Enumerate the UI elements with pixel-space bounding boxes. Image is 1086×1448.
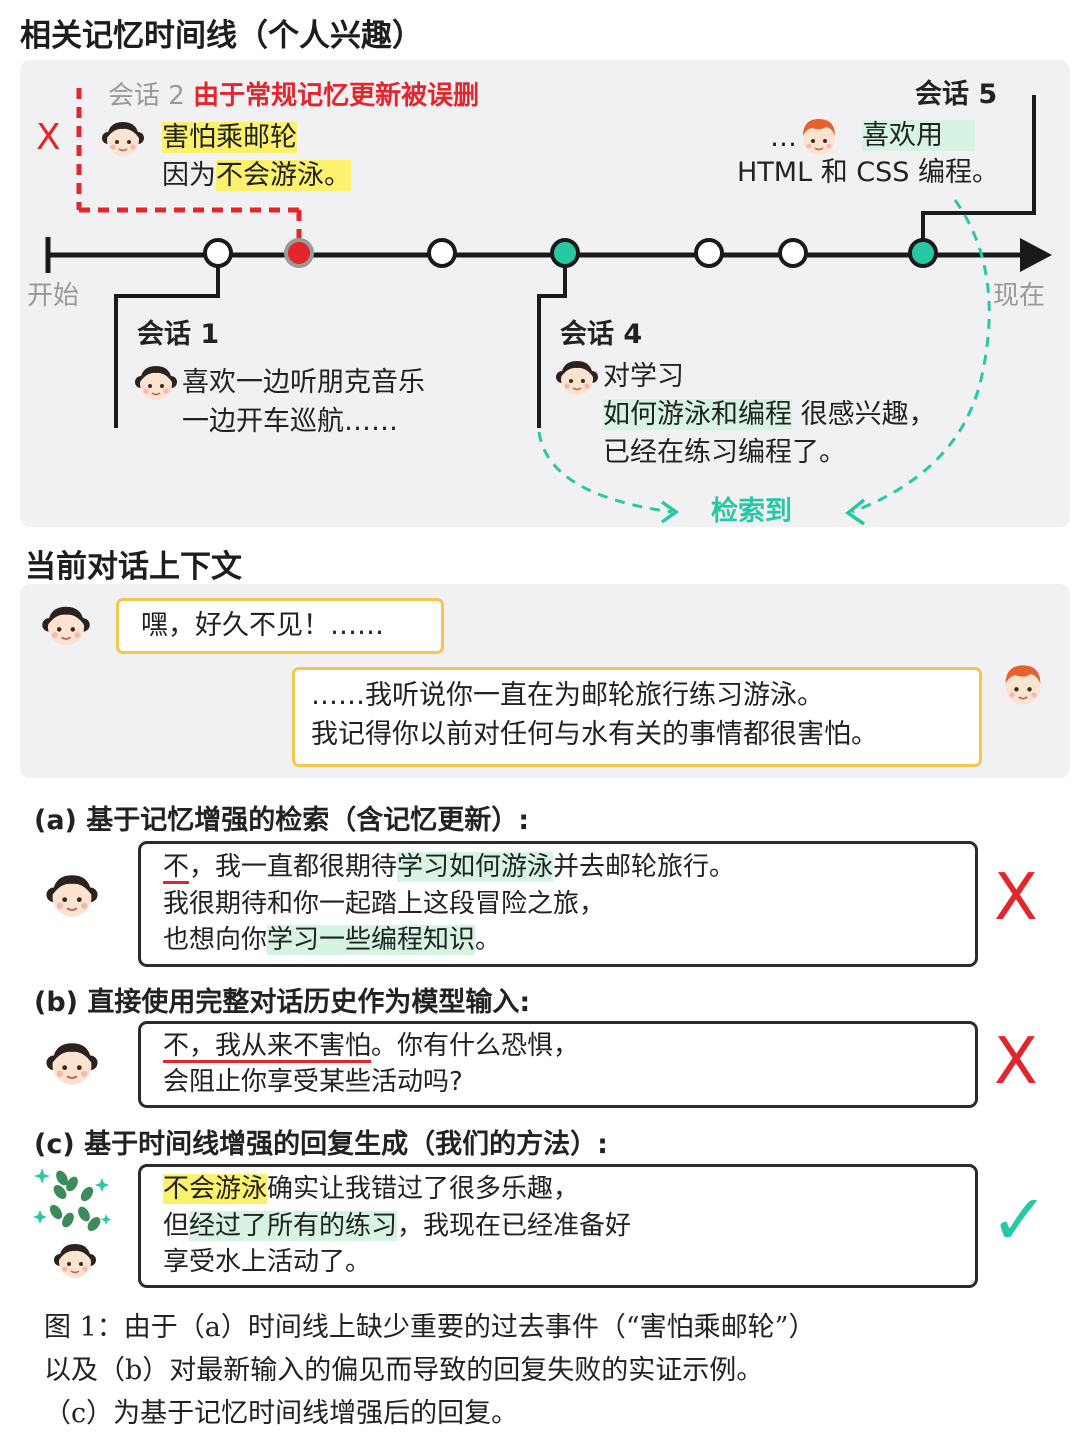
fail-x-icon: X: [994, 861, 1038, 935]
session1-line2: 一边开车巡航……: [182, 406, 398, 437]
response-a-label: (a) 基于记忆增强的检索（含记忆更新）:: [34, 805, 530, 836]
timeline-node-session2: [284, 238, 314, 268]
session5-connector: [921, 95, 1036, 242]
response-c-box: 不会游泳确实让我错过了很多乐趣， 但经过了所有的练习，我现在已经准备好 享受水上…: [138, 1164, 978, 1288]
session4-name: 会话 4: [560, 319, 643, 350]
figure-caption-line2: 以及（b）对最新输入的偏见而导致的回复失败的实证示例。: [44, 1355, 764, 1386]
timeline-node: [694, 238, 724, 268]
session5-name: 会话 5: [915, 79, 998, 110]
response-b-box: 不，我从来不害怕。你有什么恐惧， 会阻止你享受某些活动吗?: [138, 1021, 978, 1108]
timeline-node: [778, 238, 808, 268]
timeline-node-session5: [908, 238, 938, 268]
success-check-icon: ✓: [990, 1179, 1049, 1261]
session1-line1: 喜欢一边听朋克音乐: [182, 367, 425, 398]
user-message-text: 嘿，好久不见！……: [141, 610, 384, 641]
session4-line2: 如何游泳和编程 很感兴趣，: [603, 399, 936, 430]
session1-connector: [114, 265, 220, 428]
retrieval-arrow-right: [851, 199, 991, 514]
retrieval-arrowhead-left: [660, 500, 680, 524]
session1-name: 会话 1: [137, 319, 220, 350]
context-title: 当前对话上下文: [25, 549, 242, 585]
figure-caption-line3: （c）为基于记忆时间线增强后的回复。: [44, 1398, 519, 1429]
response-a-line2: 我很期待和你一起踏上这段冒险之旅，: [163, 889, 606, 919]
response-c-line3: 享受水上活动了。: [163, 1247, 372, 1277]
response-a-line1: 不，我一直都很期待学习如何游泳并去邮轮旅行。: [163, 852, 736, 882]
user-avatar-icon: [52, 1238, 98, 1284]
response-c-line2: 但经过了所有的练习，我现在已经准备好: [163, 1211, 632, 1241]
session2-header: 会话 2 由于常规记忆更新被误删: [108, 78, 479, 115]
user-avatar-icon: [40, 600, 92, 652]
assistant-message-line1: ……我听说你一直在为邮轮旅行练习游泳。: [311, 680, 824, 711]
user-avatar-icon: [44, 868, 100, 924]
session4-line3: 已经在练习编程了。: [603, 437, 846, 468]
session5-line1: 喜欢用: [862, 117, 975, 154]
timeline-diagram: [45, 88, 1052, 526]
timeline-node-session1: [203, 238, 233, 268]
deleted-memory-bracket: [76, 88, 302, 240]
figure-caption-line1: 图 1：由于（a）时间线上缺少重要的过去事件（“害怕乘邮轮”）: [44, 1312, 816, 1343]
response-c-line1: 不会游泳确实让我错过了很多乐趣，: [163, 1174, 580, 1204]
session2-line1: 害怕乘邮轮: [162, 122, 297, 153]
session2-line2: 因为不会游泳。: [162, 160, 351, 191]
user-avatar-icon: [100, 116, 146, 162]
user-message-bubble: 嘿，好久不见！……: [116, 598, 444, 654]
response-a-line3: 也想向你学习一些编程知识。: [163, 925, 502, 955]
timeline-start-label: 开始: [27, 281, 80, 311]
timeline-node: [427, 238, 457, 268]
timeline-node-session4: [550, 238, 580, 268]
timeline-title: 相关记忆时间线（个人兴趣）: [20, 18, 423, 54]
response-c-label: (c) 基于时间线增强的回复生成（我们的方法）:: [34, 1129, 608, 1160]
user-avatar-icon: [44, 1036, 100, 1092]
assistant-avatar-icon: [998, 660, 1048, 710]
response-a-box: 不，我一直都很期待学习如何游泳并去邮轮旅行。 我很期待和你一起踏上这段冒险之旅，…: [138, 841, 978, 967]
response-b-label: (b) 直接使用完整对话历史作为模型输入:: [34, 987, 531, 1018]
retrieval-arrowhead-right: [845, 498, 866, 526]
user-avatar-icon: [554, 355, 600, 401]
session2-deleted-note: 由于常规记忆更新被误删: [193, 81, 480, 111]
sparkle-leaves-icon: [33, 1168, 111, 1231]
session5-prefix: …: [770, 122, 797, 153]
assistant-message-line2: 我记得你以前对任何与水有关的事情都很害怕。: [311, 719, 878, 750]
fail-x-icon: X: [994, 1025, 1038, 1099]
timeline-arrow-head: [1020, 238, 1052, 272]
retrieved-label: 检索到: [711, 496, 792, 527]
response-b-line1: 不，我从来不害怕。你有什么恐惧，: [163, 1031, 580, 1061]
assistant-message-bubble: ……我听说你一直在为邮轮旅行练习游泳。 我记得你以前对任何与水有关的事情都很害怕…: [292, 667, 982, 767]
session2-name: 会话 2: [108, 81, 185, 111]
deleted-x-mark: X: [36, 117, 61, 158]
user-avatar-icon: [133, 360, 179, 406]
session5-line2: HTML 和 CSS 编程。: [737, 157, 1000, 188]
session4-connector: [537, 265, 567, 428]
timeline-now-label: 现在: [993, 281, 1046, 311]
response-b-line2: 会阻止你享受某些活动吗?: [163, 1067, 463, 1097]
session4-line1: 对学习: [603, 361, 684, 392]
